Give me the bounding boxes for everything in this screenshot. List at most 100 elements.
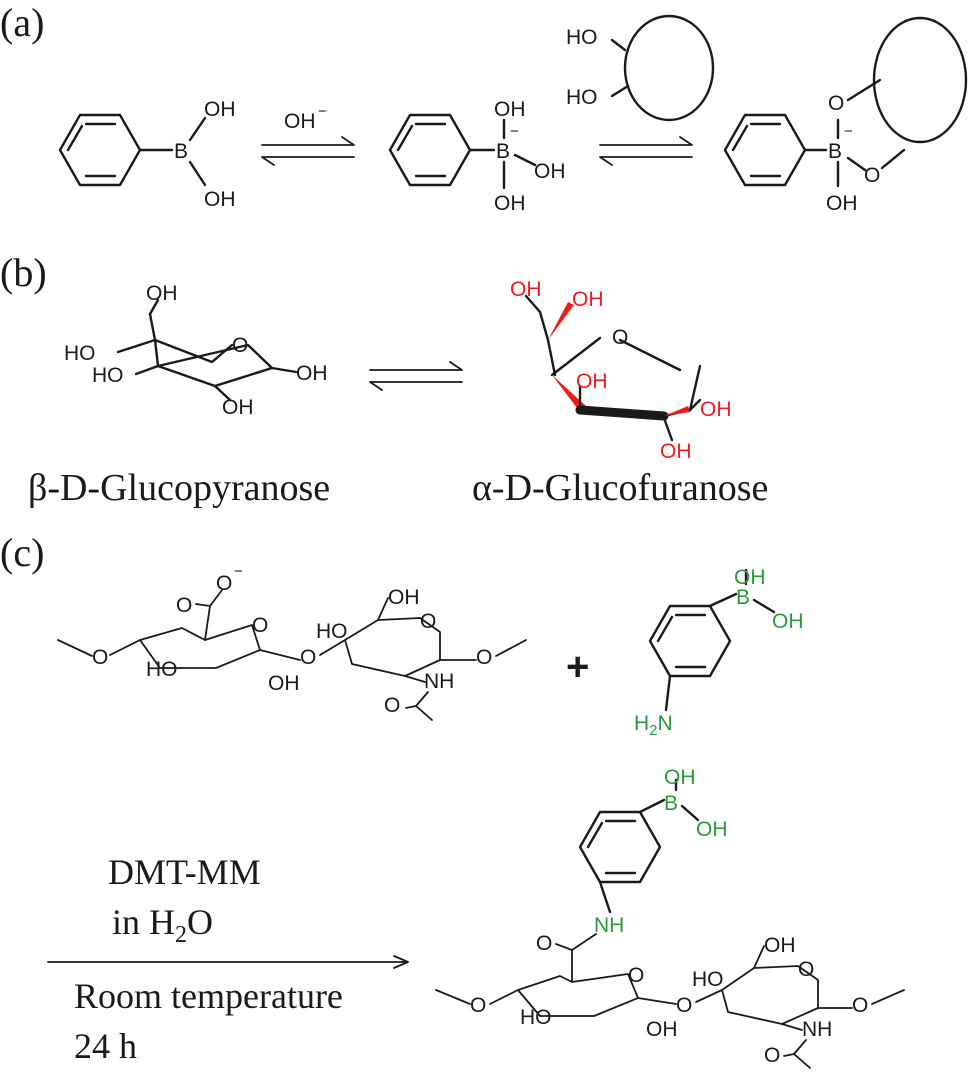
amide-nh: NH [424, 670, 454, 693]
phenylboronic-acid: B OH OH [58, 98, 236, 211]
hydroxyl-label: HO [520, 1006, 552, 1029]
hyaluronic-acid-repeat-unit: O O O O − HO OH O O OH HO O NH O [57, 563, 527, 721]
oxygen-atom: O [828, 92, 844, 115]
equilibrium-arrow-3 [369, 361, 463, 391]
panel-label-a: (a) [0, 0, 44, 45]
boron-atom: B [828, 140, 842, 163]
hydroxyl-label: OH [572, 288, 604, 311]
oxygen-atom: O [470, 994, 486, 1017]
ring-oxygen: O [628, 964, 644, 987]
reagent-label: DMT-MM [108, 852, 261, 892]
hydroxyl-label: OH [576, 370, 608, 393]
hydroxyl-label: OH [296, 362, 328, 385]
boronate-anion: B − OH OH OH [388, 98, 566, 215]
diol-ring [872, 16, 968, 144]
charge-label: − [510, 123, 519, 140]
hydroxyl-label: HO [566, 86, 598, 109]
alpha-d-glucofuranose: OH OH O OH OH OH α-D-Glucofuranose [472, 278, 768, 509]
glcnac-ring [344, 617, 441, 677]
ring-oxygen: O [420, 610, 436, 633]
amide-nh: NH [594, 914, 624, 937]
wedge-bond [548, 302, 574, 340]
hydroxyl-label: HO [316, 620, 348, 643]
hydroxyl-label: OH [204, 188, 236, 211]
hydroxyl-label: OH [494, 98, 526, 121]
glycosidic-oxygen: O [300, 646, 316, 669]
furanose-ring [618, 338, 682, 372]
hydroxyl-label: OH [764, 934, 796, 957]
glucuronic-acid-ring [517, 973, 639, 1017]
hydroxyl-label: OH [772, 610, 804, 633]
cis-diol: HO HO [566, 14, 715, 122]
plus-sign: + [566, 645, 589, 689]
benzene-ring [388, 113, 472, 187]
carbonyl-oxygen: O [176, 594, 192, 617]
panel-label-b: (b) [0, 250, 47, 295]
amide-nh: NH [802, 1018, 832, 1041]
oxygen-atom: O [476, 646, 492, 669]
reaction-conditions: DMT-MM in H2O Room temperature 24 h [47, 852, 409, 1066]
solvent-label: in H2O [112, 902, 213, 948]
hydroxyl-label: OH [734, 566, 766, 589]
oxygen-atom: O [864, 164, 880, 187]
glcnac-ring [721, 965, 819, 1025]
hydroxyl-label: OH [204, 98, 236, 121]
equilibrium-arrow-1: OH − [261, 103, 355, 166]
oxygen-atom: O [852, 994, 868, 1017]
boron-atom: B [174, 140, 188, 163]
benzene-ring [578, 810, 662, 884]
hydroxyl-label: OH [700, 398, 732, 421]
temperature-label: Room temperature [74, 976, 343, 1016]
hydroxyl-label: OH [494, 192, 526, 215]
hydroxyl-label: OH [510, 278, 542, 301]
hydroxyl-label: HO [146, 658, 178, 681]
oxygen-atom: O [92, 646, 108, 669]
time-label: 24 h [74, 1026, 137, 1066]
hydroxyl-label: OH [146, 282, 178, 305]
boron-atom: B [496, 140, 510, 163]
hydroxyl-label: OH [696, 818, 728, 841]
furanose-name: α-D-Glucofuranose [472, 467, 768, 509]
hydroxyl-label: OH [660, 440, 692, 463]
hydroxyl-label: HO [92, 364, 124, 387]
diol-ring [623, 14, 715, 122]
hydroxyl-label: OH [268, 672, 300, 695]
beta-d-glucopyranose: OH O HO HO OH OH β-D-Glucopyranose [28, 282, 330, 509]
reaction-arrow [47, 955, 409, 969]
hydroxyl-label: OH [826, 192, 858, 215]
ha-pba-conjugate: B OH OH NH O O O HO OH O O OH HO O NH O [435, 766, 905, 1069]
ring-oxygen: O [798, 958, 814, 981]
ring-oxygen: O [612, 326, 628, 349]
ring-oxygen: O [232, 334, 248, 357]
glucuronic-acid-ring [139, 624, 261, 669]
boronate-ester: B − O O OH [723, 16, 968, 215]
hydroxyl-label: HO [566, 26, 598, 49]
hydroxide-label: OH [284, 110, 316, 133]
hydroxyl-label: OH [388, 586, 420, 609]
benzene-ring [648, 604, 732, 678]
pyranose-name: β-D-Glucopyranose [28, 467, 330, 509]
carboxylate-oxygen: O [216, 572, 232, 595]
benzene-ring [58, 113, 142, 187]
acetyl-oxygen: O [764, 1044, 780, 1067]
boron-atom: B [736, 586, 750, 609]
equilibrium-arrow-2 [599, 136, 693, 166]
ring-oxygen: O [252, 614, 268, 637]
hydroxyl-label: OH [222, 396, 254, 419]
hydroxyl-label: HO [692, 968, 724, 991]
charge-label: − [318, 103, 327, 120]
wedge-bond [552, 375, 586, 412]
hydroxyl-label: OH [534, 160, 566, 183]
charge-label: − [234, 563, 243, 580]
glycosidic-oxygen: O [676, 994, 692, 1017]
amine-label: H2N [634, 712, 673, 739]
boron-atom: B [664, 792, 678, 815]
aminophenylboronic-acid: B OH OH H2N [634, 566, 804, 739]
benzene-ring [723, 113, 807, 187]
carbonyl-oxygen: O [536, 932, 552, 955]
hydroxyl-label: OH [646, 1018, 678, 1041]
hydroxyl-label: OH [664, 766, 696, 789]
hydroxyl-label: HO [64, 342, 96, 365]
acetyl-oxygen: O [384, 694, 400, 717]
